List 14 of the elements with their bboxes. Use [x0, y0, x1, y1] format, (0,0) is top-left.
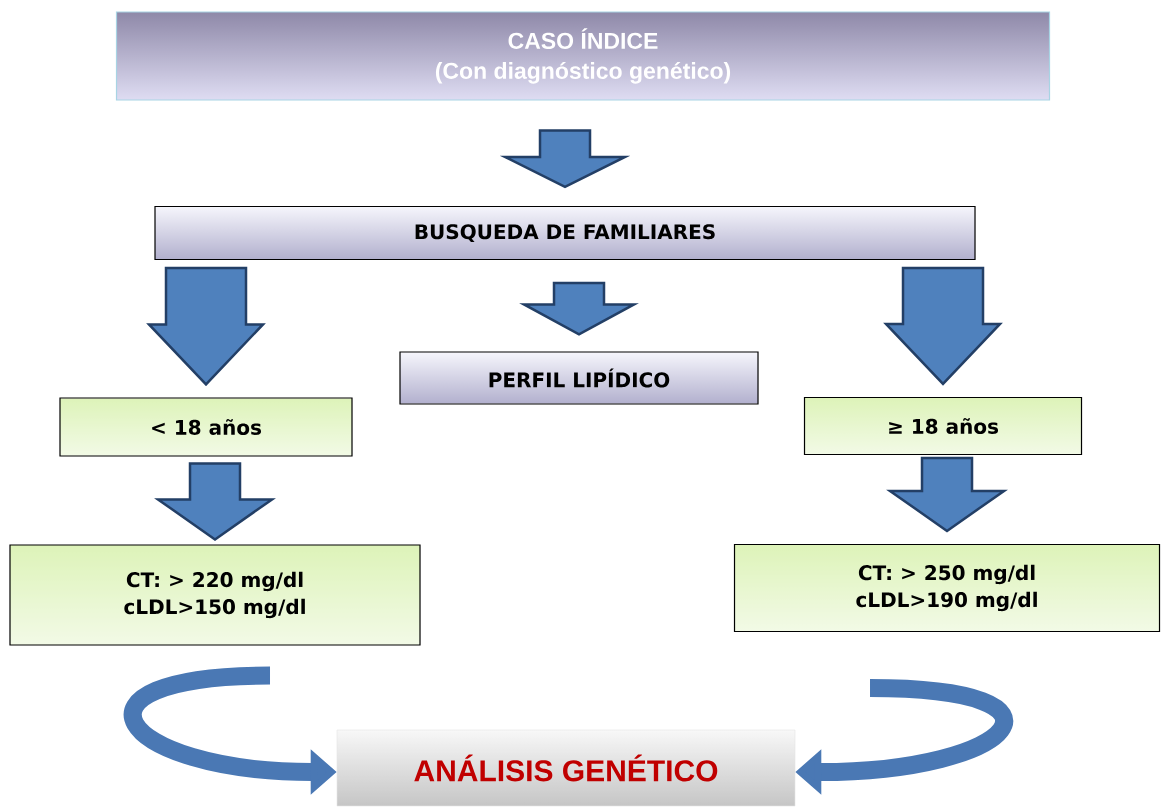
block-arrow [499, 129, 631, 189]
criteria-box: CT: > 250 mg/dl cLDL>190 mg/dl [733, 543, 1161, 633]
block-arrow [886, 456, 1008, 533]
block-arrow [146, 266, 266, 387]
block-arrow [154, 462, 276, 541]
criteria-box: < 18 años [59, 397, 353, 457]
process-box: BUSQUEDA DE FAMILIARES [154, 205, 976, 261]
result-box: ANÁLISIS GENÉTICO [336, 729, 796, 807]
criteria-box: CT: > 220 mg/dl cLDL>150 mg/dl [9, 544, 421, 646]
block-arrow [519, 281, 639, 336]
block-arrow [883, 266, 1003, 386]
process-box: PERFIL LIPÍDICO [399, 351, 759, 405]
title-box: CASO ÍNDICE (Con diagnóstico genético) [115, 11, 1051, 101]
criteria-box: ≥ 18 años [803, 396, 1083, 456]
